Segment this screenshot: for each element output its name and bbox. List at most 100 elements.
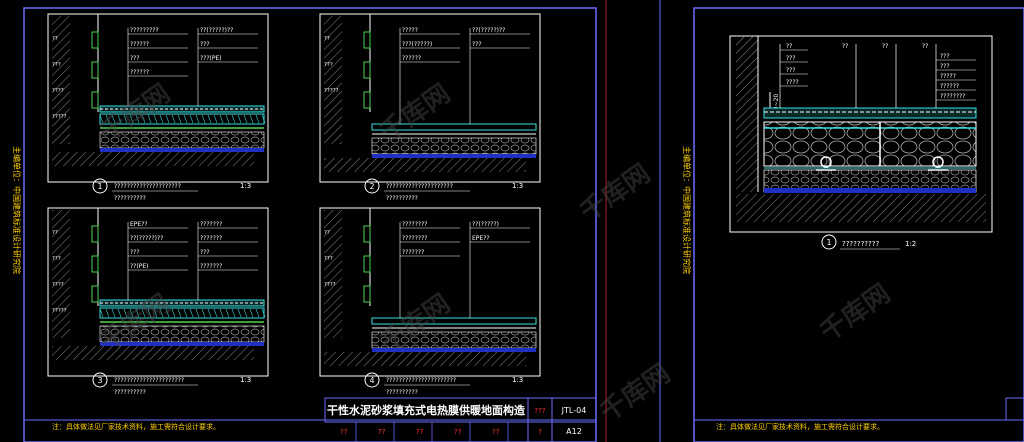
annotation-label: ??????? <box>200 235 222 242</box>
left-mark: ??? <box>324 62 333 68</box>
detail-caption: ?????????????????????? <box>386 377 456 384</box>
mortar-hatch <box>111 308 116 318</box>
right-footer-note: 注：具体做法见厂家技术资料，施工需符合设计要求。 <box>716 422 884 431</box>
mortar-hatch <box>165 114 170 124</box>
right-pipe-clip-2 <box>928 156 948 171</box>
mortar-hatch <box>201 114 206 124</box>
wall-hatch <box>324 210 342 338</box>
detail-caption-line2: ?????????? <box>386 195 418 202</box>
detail-number: 4 <box>369 376 374 385</box>
right-left-marks: ???????????? <box>780 43 808 87</box>
mortar-hatch <box>195 308 200 318</box>
annotation-label: ????? <box>402 27 418 34</box>
baseboard-block <box>363 91 371 109</box>
mortar-hatch <box>147 114 152 124</box>
annotation-label: ???(?????) <box>402 41 432 48</box>
left-sheet: 主编单位：中国建筑标准设计研究院 注：具体做法见厂家技术资料，施工需符合设计要求… <box>12 7 597 442</box>
waterproof-band <box>372 348 536 352</box>
left-mark: ??? <box>52 62 61 68</box>
right-sheet-border <box>693 7 1024 442</box>
slab-hatch <box>324 158 526 172</box>
annotation-label: ??? <box>472 41 482 48</box>
mortar-hatch <box>135 308 140 318</box>
mortar-hatch <box>123 114 128 124</box>
mortar-hatch <box>213 114 218 124</box>
wall-hatch <box>52 210 70 338</box>
mortar-hatch <box>231 308 236 318</box>
mortar-hatch <box>153 308 158 318</box>
baseboard-block <box>91 255 99 273</box>
right-top-marks: ?????? <box>842 43 928 50</box>
mortar-hatch <box>99 308 104 318</box>
baseboard-block <box>363 255 371 273</box>
watermark: 千库网 <box>575 159 656 228</box>
annotation-label: ??????? <box>200 221 222 228</box>
mortar-hatch <box>129 308 134 318</box>
right-annotation: ????? <box>940 73 956 80</box>
right-annotation: ??? <box>940 63 950 70</box>
title-block: 干性水泥砂浆填充式电热膜供暖地面构造 ??? JTL-04 A12 ? ????… <box>324 397 597 442</box>
right-detail-caption: ?????????? <box>842 240 879 248</box>
baseboard-block <box>91 225 99 243</box>
annotation-label: ??? <box>130 249 140 256</box>
annotation-label: ??(?????) <box>472 221 499 228</box>
detail-frame <box>47 207 269 377</box>
annotation-label: ??????? <box>200 263 222 270</box>
right-top-mark: ?? <box>882 43 888 50</box>
mortar-hatch <box>237 308 242 318</box>
waterproof-band <box>100 342 264 346</box>
mortar-hatch <box>219 114 224 124</box>
detail-panel-3: EPE???????????(?????)?????????????????(P… <box>47 207 269 396</box>
mortar-hatch <box>261 308 266 318</box>
right-wall-hatch <box>736 36 758 192</box>
baseboard-block <box>363 61 371 79</box>
right-left-mark: ???? <box>786 79 799 86</box>
annotation-label: ????????? <box>130 27 159 34</box>
right-dimension: 10~20 <box>773 94 780 114</box>
detail-caption: ????????????????????? <box>386 183 453 190</box>
detail-scale: 1:3 <box>512 376 523 384</box>
mortar-hatch <box>183 114 188 124</box>
annotation-label: ?????? <box>402 55 421 62</box>
detail-number-circle <box>364 372 380 388</box>
footer-mark: ?? <box>492 428 500 436</box>
mortar-hatch <box>213 308 218 318</box>
mortar-hatch <box>141 308 146 318</box>
right-annotation: ?????? <box>940 83 959 90</box>
left-footer-note: 注：具体做法见厂家技术资料，施工需符合设计要求。 <box>52 422 220 431</box>
mortar-hatch <box>147 308 152 318</box>
detail-number-circle <box>92 372 108 388</box>
mortar-hatch <box>177 114 182 124</box>
annotation-label: ??? <box>200 249 210 256</box>
right-annotation: ??? <box>940 53 950 60</box>
mortar-hatch <box>153 114 158 124</box>
annotation-label: ?????? <box>130 69 149 76</box>
detail-number-circle <box>364 178 380 194</box>
mortar-hatch <box>261 114 266 124</box>
right-detail-number: 1 <box>826 238 831 247</box>
right-left-mark: ??? <box>786 55 796 62</box>
annotation-label: ??? <box>130 55 140 62</box>
mortar-hatch <box>135 114 140 124</box>
right-detail-number-circle <box>821 234 837 250</box>
right-top-mark: ?? <box>842 43 848 50</box>
right-side-note: 主编单位：中国建筑标准设计研究院 <box>682 146 692 274</box>
left-mark: ????? <box>324 88 339 94</box>
mortar-hatch <box>177 308 182 318</box>
right-detail-scale: 1:2 <box>905 240 916 248</box>
slab-hatch <box>52 152 254 166</box>
detail-scale: 1:3 <box>240 182 251 190</box>
annotation-label: ???????? <box>402 221 427 228</box>
mortar-hatch <box>219 308 224 318</box>
annotation-label: EPE?? <box>472 235 490 242</box>
mortar-hatch <box>159 308 164 318</box>
left-mark: ???? <box>52 88 64 94</box>
mortar-hatch <box>189 114 194 124</box>
left-mark: ????? <box>52 114 67 120</box>
mortar-hatch <box>195 114 200 124</box>
wall-hatch <box>324 16 342 144</box>
footer-mark: ?? <box>416 428 424 436</box>
left-side-note: 主编单位：中国建筑标准设计研究院 <box>12 146 22 274</box>
mortar-hatch <box>237 114 242 124</box>
